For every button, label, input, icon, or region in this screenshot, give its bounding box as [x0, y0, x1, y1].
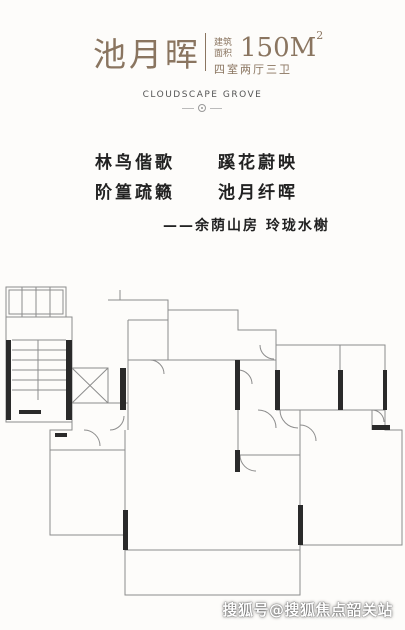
watermark: 搜狐号@搜狐焦点韶关站 [222, 601, 393, 619]
ornament-rule-right [210, 108, 222, 109]
poem-signature: ——余荫山房 玲珑水榭 [163, 218, 330, 234]
floor-plan-outline [5, 286, 403, 596]
area-number: 150M [240, 33, 317, 63]
floor-plan-walls [6, 340, 390, 550]
layout-description: 四室两厅三卫 [214, 63, 292, 76]
poem-line2-left: 阶篁疏籁 [95, 183, 175, 203]
ornament-dot-icon [198, 104, 206, 112]
area-label: 建筑面积 [214, 38, 233, 59]
poem-line2-right: 池月纤晖 [218, 183, 298, 203]
english-subtitle: CLOUDSCAPE GROVE [142, 90, 263, 100]
project-title: 池月晖 [93, 35, 201, 74]
poem-line1-right: 蹊花蔚映 [218, 153, 298, 173]
area-value: 150M2 [240, 29, 323, 63]
ornament-rule-left [182, 108, 194, 109]
header: 池月晖 建筑面积 150M2 四室两厅三卫 CLOUDSCAPE GROVE [0, 0, 405, 125]
area-unit-superscript: 2 [316, 29, 324, 42]
floor-plan [5, 286, 403, 596]
title-divider [205, 33, 206, 71]
poem-line1-left: 林鸟偕歌 [95, 153, 175, 173]
